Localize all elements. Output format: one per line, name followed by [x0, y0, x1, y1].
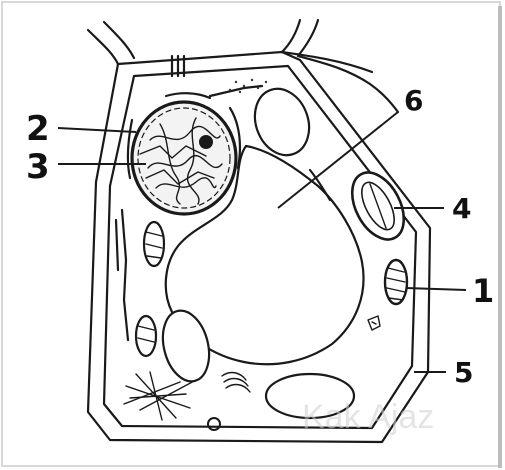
label-5: 5 — [454, 356, 473, 389]
mitochondrion-left-upper — [144, 222, 164, 266]
label-3: 3 — [26, 147, 50, 187]
label-1: 1 — [472, 272, 494, 310]
nucleus — [132, 102, 236, 214]
label-4: 4 — [452, 192, 471, 225]
mitochondrion-left-lower — [136, 316, 156, 356]
mitochondrion — [385, 260, 407, 304]
label-2: 2 — [26, 109, 50, 149]
watermark: Kak Ajaz — [302, 398, 434, 436]
nucleolus — [199, 135, 213, 149]
image-border — [2, 2, 500, 466]
label-6: 6 — [404, 84, 423, 117]
